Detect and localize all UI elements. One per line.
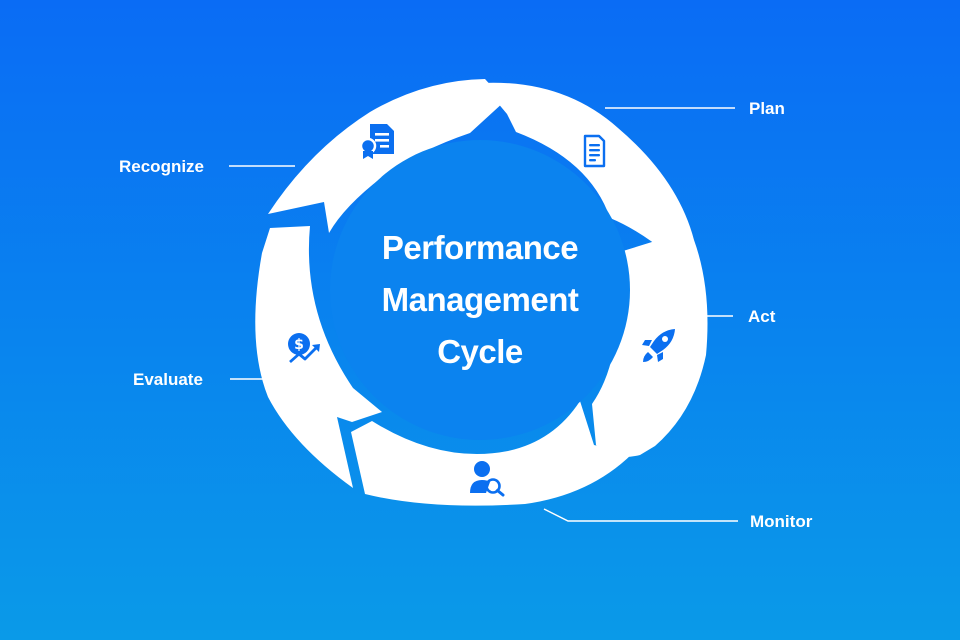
certificate-icon bbox=[359, 124, 394, 159]
center-title-line-1: Performance bbox=[381, 229, 579, 266]
center-title-line-3: Cycle bbox=[437, 333, 523, 370]
segment-recognize bbox=[268, 79, 505, 233]
connector-lines bbox=[229, 107, 738, 522]
stage-label-evaluate: Evaluate bbox=[133, 370, 203, 389]
stage-label-act: Act bbox=[748, 307, 776, 326]
document-icon bbox=[583, 134, 606, 168]
stage-label-monitor: Monitor bbox=[750, 512, 813, 531]
stage-label-plan: Plan bbox=[749, 99, 785, 118]
dollar-growth-icon: $ bbox=[288, 333, 320, 364]
svg-text:$: $ bbox=[294, 337, 304, 353]
center-circle bbox=[330, 140, 630, 440]
center-title: Performance Management Cycle bbox=[330, 222, 630, 378]
segment-plan bbox=[481, 82, 694, 255]
user-search-icon bbox=[470, 461, 505, 497]
center-title-line-2: Management bbox=[381, 281, 579, 318]
rocket-icon bbox=[642, 329, 675, 362]
segment-evaluate bbox=[255, 226, 382, 488]
cycle-ring bbox=[255, 79, 708, 506]
connector-monitor bbox=[543, 508, 738, 522]
stage-label-recognize: Recognize bbox=[119, 157, 205, 176]
segment-monitor bbox=[351, 401, 632, 506]
